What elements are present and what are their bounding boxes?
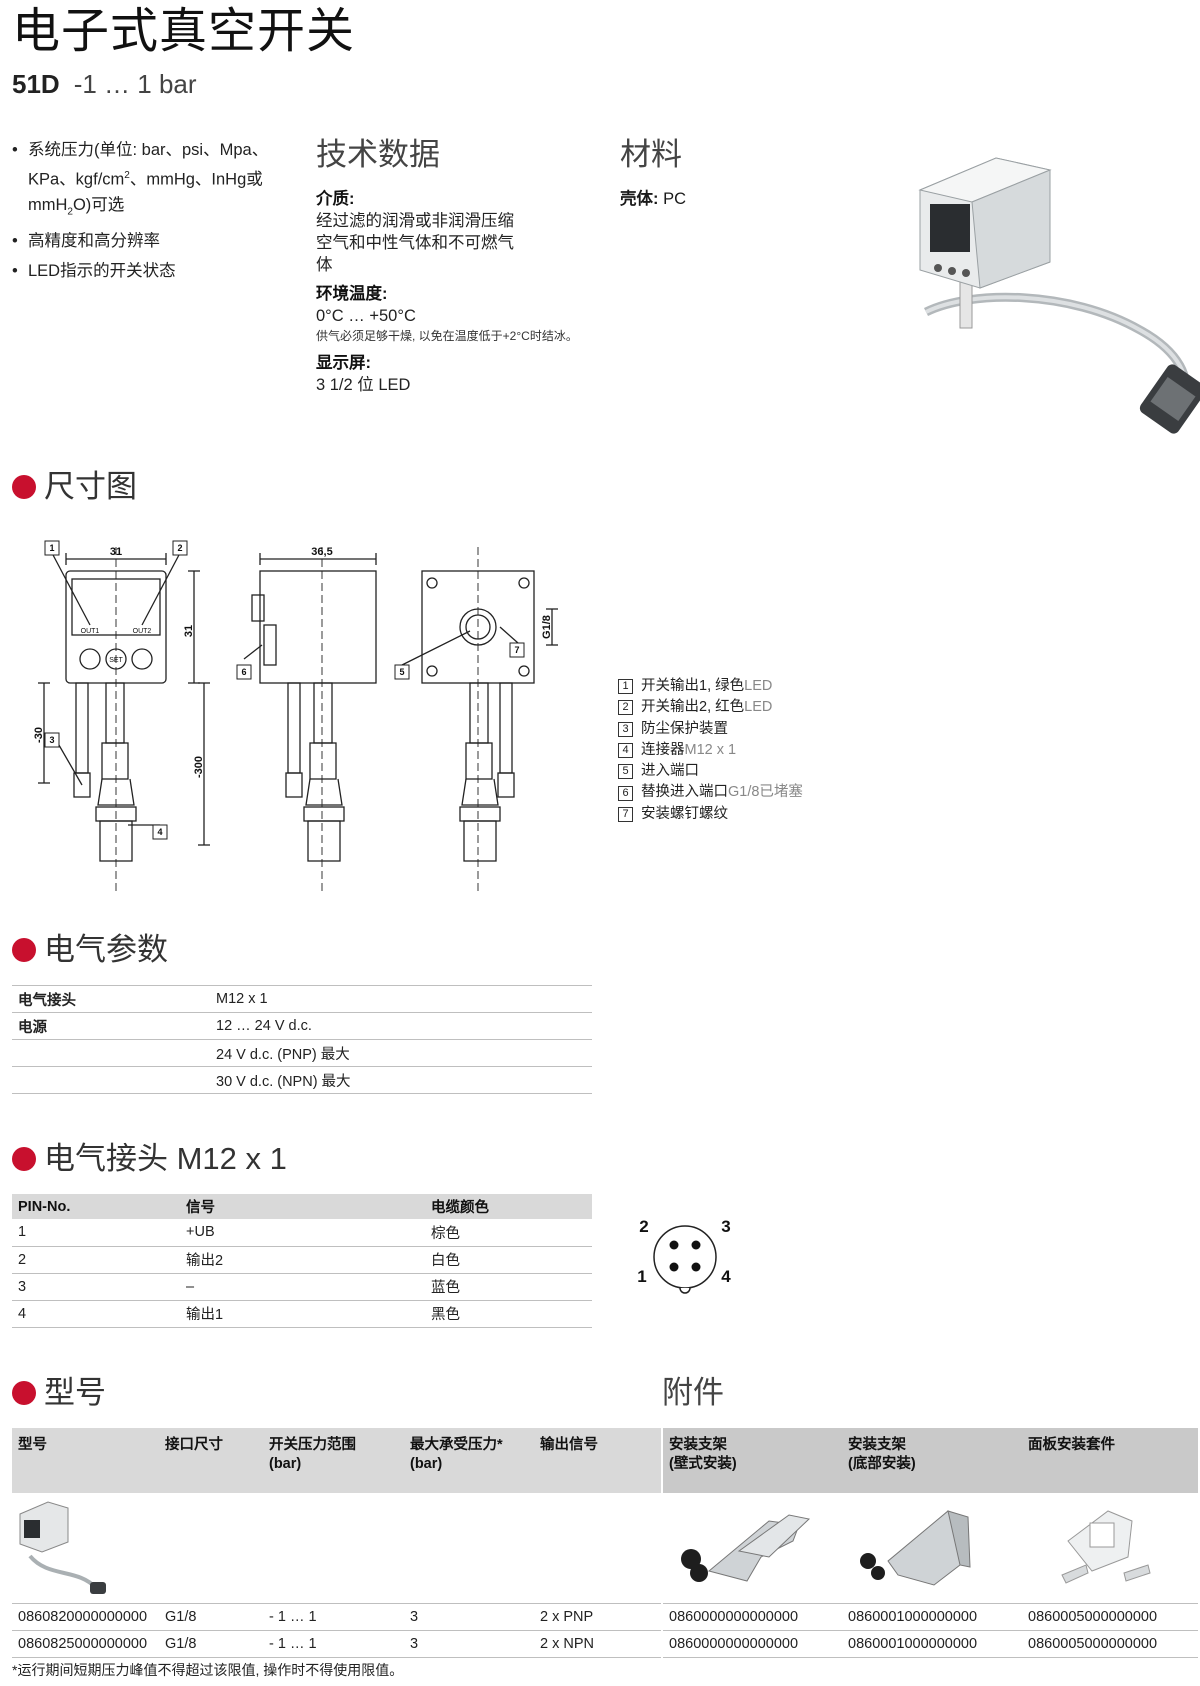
table-header-row: 型号 接口尺寸 开关压力范围 (bar) 最大承受压力* (bar) 输出信号 … — [12, 1428, 1198, 1493]
section-bullet-icon — [12, 1147, 36, 1171]
display-value: 3 1/2 位 LED — [316, 376, 411, 394]
table-row: 30 V d.c. (NPN) 最大 — [12, 1066, 592, 1094]
footnote: *运行期间短期压力峰值不得超过该限值, 操作时不得使用限值。 — [12, 1662, 404, 1678]
feature-item: LED指示的开关状态 — [12, 259, 282, 284]
model-photo — [19, 1501, 106, 1594]
wall-bracket-photo — [681, 1514, 811, 1582]
models-table: 型号 接口尺寸 开关压力范围 (bar) 最大承受压力* (bar) 输出信号 … — [12, 1428, 1198, 1658]
pin-label-2: 2 — [639, 1217, 648, 1236]
pressure-range: -1 … 1 bar — [73, 69, 197, 99]
temperature-value: 0°C … +50°C — [316, 307, 416, 325]
callout-3: 3 — [49, 735, 54, 745]
dim-cable-short-label: -30 — [33, 727, 45, 743]
section-bullet-icon — [12, 475, 36, 499]
callout-5: 5 — [399, 667, 404, 677]
pin-label-4: 4 — [721, 1267, 731, 1286]
medium-label: 介质: — [316, 190, 355, 208]
feature-item: 系统压力(单位: bar、psi、Mpa、KPa、kgf/cm2、mmHg、In… — [12, 138, 282, 224]
table-row: 0860820000000000 G1/8 - 1 … 1 3 2 x PNP … — [12, 1603, 1198, 1631]
table-header-row: PIN-No. 信号 电缆颜色 — [12, 1194, 592, 1219]
section-dimensions: 尺寸图 — [12, 468, 137, 506]
table-row: 3–蓝色 — [12, 1273, 592, 1301]
bottom-bracket-photo — [860, 1510, 971, 1586]
feature-item: 高精度和高分辨率 — [12, 229, 282, 254]
tech-data-heading: 技术数据 — [316, 137, 440, 172]
product-photo — [918, 157, 1200, 434]
model-number: 51D — [12, 69, 60, 99]
pin-layout-diagram: 2 3 1 4 — [637, 1217, 731, 1294]
table-row: 电源 12 … 24 V d.c. — [12, 1012, 592, 1040]
table-image-row — [12, 1493, 1198, 1604]
models-table-wrap: 型号 接口尺寸 开关压力范围 (bar) 最大承受压力* (bar) 输出信号 … — [12, 1428, 1198, 1658]
housing-value: PC — [663, 190, 687, 208]
table-row: 24 V d.c. (PNP) 最大 — [12, 1039, 592, 1067]
callout-7: 7 — [514, 645, 519, 655]
tech-data-block: 介质: 经过滤的润滑或非润滑压缩空气和中性气体和不可燃气体 环境温度: 0°C … — [316, 188, 616, 403]
dim-depth-label: 36,5 — [311, 546, 332, 558]
thread-label: G1/8 — [541, 615, 553, 639]
material-heading: 材料 — [620, 137, 682, 172]
callout-4: 4 — [157, 827, 162, 837]
medium-value: 经过滤的润滑或非润滑压缩空气和中性气体和不可燃气体 — [316, 212, 514, 274]
dim-height-label: 31 — [183, 625, 195, 637]
callout-2: 2 — [177, 543, 182, 553]
callout-6: 6 — [241, 667, 246, 677]
dim-width-label: 31 — [110, 546, 122, 558]
out2-label: OUT2 — [133, 628, 152, 635]
panel-kit-photo — [1061, 1510, 1151, 1584]
material-block: 壳体: PC — [620, 188, 686, 210]
section-electrical: 电气参数 — [12, 931, 168, 969]
table-row: 电气接头 M12 x 1 — [12, 985, 592, 1013]
feature-list: 系统压力(单位: bar、psi、Mpa、KPa、kgf/cm2、mmHg、In… — [12, 138, 282, 289]
display-label: 显示屏: — [316, 354, 371, 372]
pin-label-1: 1 — [637, 1267, 646, 1286]
table-row: 0860825000000000 G1/8 - 1 … 1 3 2 x NPN … — [12, 1630, 1198, 1658]
page-title: 电子式真空开关 — [12, 5, 356, 58]
out1-label: OUT1 — [81, 628, 100, 635]
section-connector: 电气接头 M12 x 1 — [12, 1140, 287, 1178]
section-bullet-icon — [12, 1381, 36, 1405]
callout-1: 1 — [49, 543, 54, 553]
section-accessories: 附件 — [662, 1375, 724, 1410]
electrical-table: 电气接头 M12 x 1 电源 12 … 24 V d.c. 24 V d.c.… — [12, 985, 592, 1094]
page-subtitle: 51D -1 … 1 bar — [12, 68, 197, 100]
temperature-label: 环境温度: — [316, 285, 388, 303]
dimension-drawing: 31 36,5 31 -30 -300 G1/8 OUT1 OUT2 SET 1… — [33, 540, 558, 895]
set-label: SET — [109, 657, 123, 664]
section-bullet-icon — [12, 938, 36, 962]
pin-label-3: 3 — [721, 1217, 730, 1236]
housing-label: 壳体: — [620, 190, 659, 208]
temperature-note: 供气必须足够干燥, 以免在温度低于+2°C时结冰。 — [316, 329, 578, 343]
dim-cable-long-label: -300 — [193, 756, 205, 778]
section-models: 型号 — [12, 1374, 106, 1412]
